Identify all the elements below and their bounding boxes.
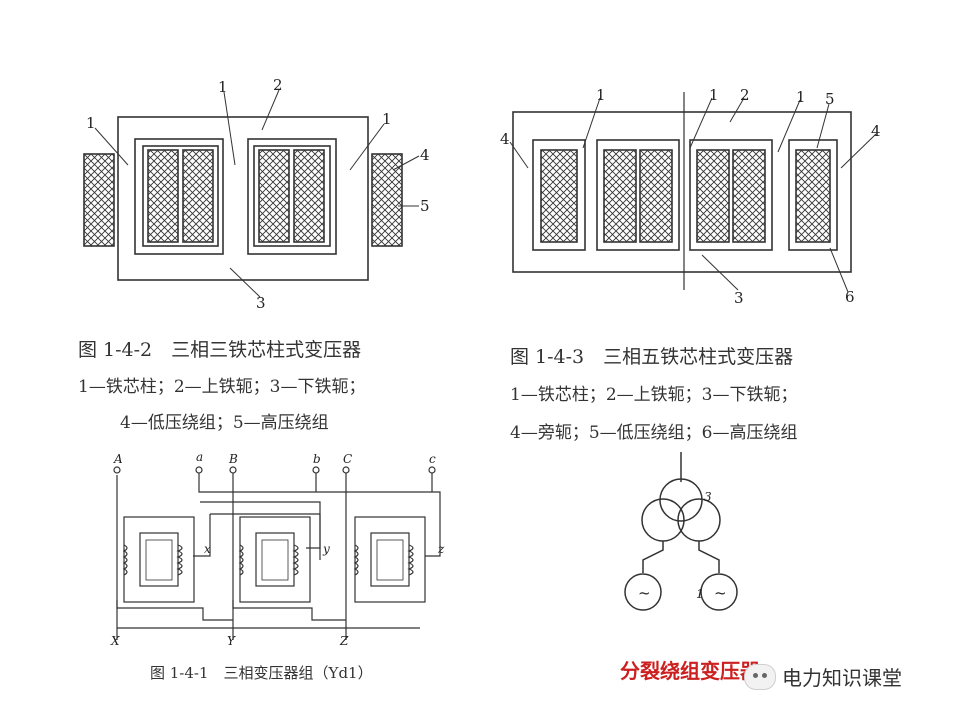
terminal-X: X (110, 634, 120, 648)
terminal-x: x (204, 542, 211, 556)
label-4: 4 (420, 146, 430, 164)
terminal-y: y (322, 542, 330, 556)
fig-1-4-2-labels: 1 1 2 1 4 5 3 (86, 76, 430, 312)
terminal-Z: Z (339, 634, 349, 648)
fig-1-4-3-labels: 4 1 1 2 1 5 4 3 6 (500, 86, 881, 307)
split-winding-symbol (624, 452, 738, 611)
label-1: 1 (218, 78, 228, 96)
winding-block (182, 149, 214, 243)
core-window (689, 139, 773, 251)
label-3: 3 (256, 294, 266, 312)
label-3: 3 (734, 289, 744, 307)
generator-symbol: ~ (638, 584, 651, 602)
transformer-unit-B (238, 516, 311, 603)
label-2: 2 (273, 76, 283, 94)
label-1: 1 (796, 88, 806, 106)
label-1: 1 (596, 86, 606, 104)
label-1: 1 (696, 587, 704, 601)
generator-right (700, 573, 738, 611)
label-1: 1 (86, 114, 96, 132)
winding-block-right-outer (371, 153, 403, 247)
winding-block (732, 149, 766, 243)
label-5: 5 (825, 90, 835, 108)
fig-1-4-2-core-diagram (83, 89, 420, 298)
fig-1-4-1-circuit (113, 466, 441, 640)
fig-1-4-3-core-diagram (509, 92, 877, 293)
core-window (532, 139, 586, 251)
terminal-a: a (196, 450, 203, 464)
label-5: 5 (420, 197, 430, 215)
winding-block (147, 149, 179, 243)
core-window (788, 139, 838, 251)
label-3: 3 (704, 490, 712, 504)
split-winding-labels: ~ ~ 3 1 (638, 490, 727, 602)
winding-block (795, 149, 831, 243)
fig-1-4-2-legend-line2: 4—低压绕组；5—高压绕组 (120, 413, 329, 433)
winding-block (258, 149, 290, 243)
fig-1-4-2-legend-line1: 1—铁芯柱；2—上铁轭；3—下铁轭； (78, 377, 366, 397)
fig-1-4-1-terminal-labels: A a B b C c x y z X Y Z (110, 450, 445, 648)
winding-outline (142, 145, 219, 247)
core-window (596, 139, 680, 251)
terminal-Y: Y (227, 634, 236, 648)
watermark: 电力知识课堂 (744, 662, 902, 691)
winding-block (293, 149, 325, 243)
winding-block (540, 149, 578, 243)
core-window-left (134, 138, 224, 255)
terminal-b: b (313, 452, 321, 466)
label-6: 6 (845, 288, 855, 306)
core-window-right (247, 138, 337, 255)
fig-1-4-1-caption: 图 1-4-1 三相变压器组（Yd1） (150, 664, 373, 682)
winding-block (696, 149, 730, 243)
split-winding-caption: 分裂绕组变压器 (620, 659, 760, 683)
fig-1-4-3-legend-line1: 1—铁芯柱；2—上铁轭；3—下铁轭； (510, 385, 798, 405)
winding-block-left-outer (83, 153, 115, 247)
label-4: 4 (500, 130, 510, 148)
terminal-A: A (113, 452, 123, 466)
label-1: 1 (709, 86, 719, 104)
transformer-unit-C (353, 516, 426, 603)
fig-1-4-3-legend-line2: 4—旁轭；5—低压绕组；6—高压绕组 (510, 423, 798, 443)
outer-core (512, 111, 852, 273)
terminal-z: z (437, 542, 445, 556)
terminal-C: C (343, 452, 352, 466)
winding-outline (253, 145, 331, 247)
watermark-text: 电力知识课堂 (782, 666, 902, 690)
fig-1-4-3-caption: 图 1-4-3 三相五铁芯柱式变压器 (510, 346, 794, 368)
generator-left (624, 573, 662, 611)
label-1: 1 (382, 110, 392, 128)
winding-block (603, 149, 637, 243)
label-2: 2 (740, 86, 750, 104)
wechat-icon (744, 663, 776, 690)
generator-symbol: ~ (714, 584, 727, 602)
transformer-unit-A (122, 516, 195, 603)
winding-block (639, 149, 673, 243)
fig-1-4-2-caption: 图 1-4-2 三相三铁芯柱式变压器 (78, 339, 362, 361)
label-4: 4 (871, 122, 881, 140)
terminal-B: B (228, 452, 238, 466)
terminal-c: c (429, 452, 436, 466)
